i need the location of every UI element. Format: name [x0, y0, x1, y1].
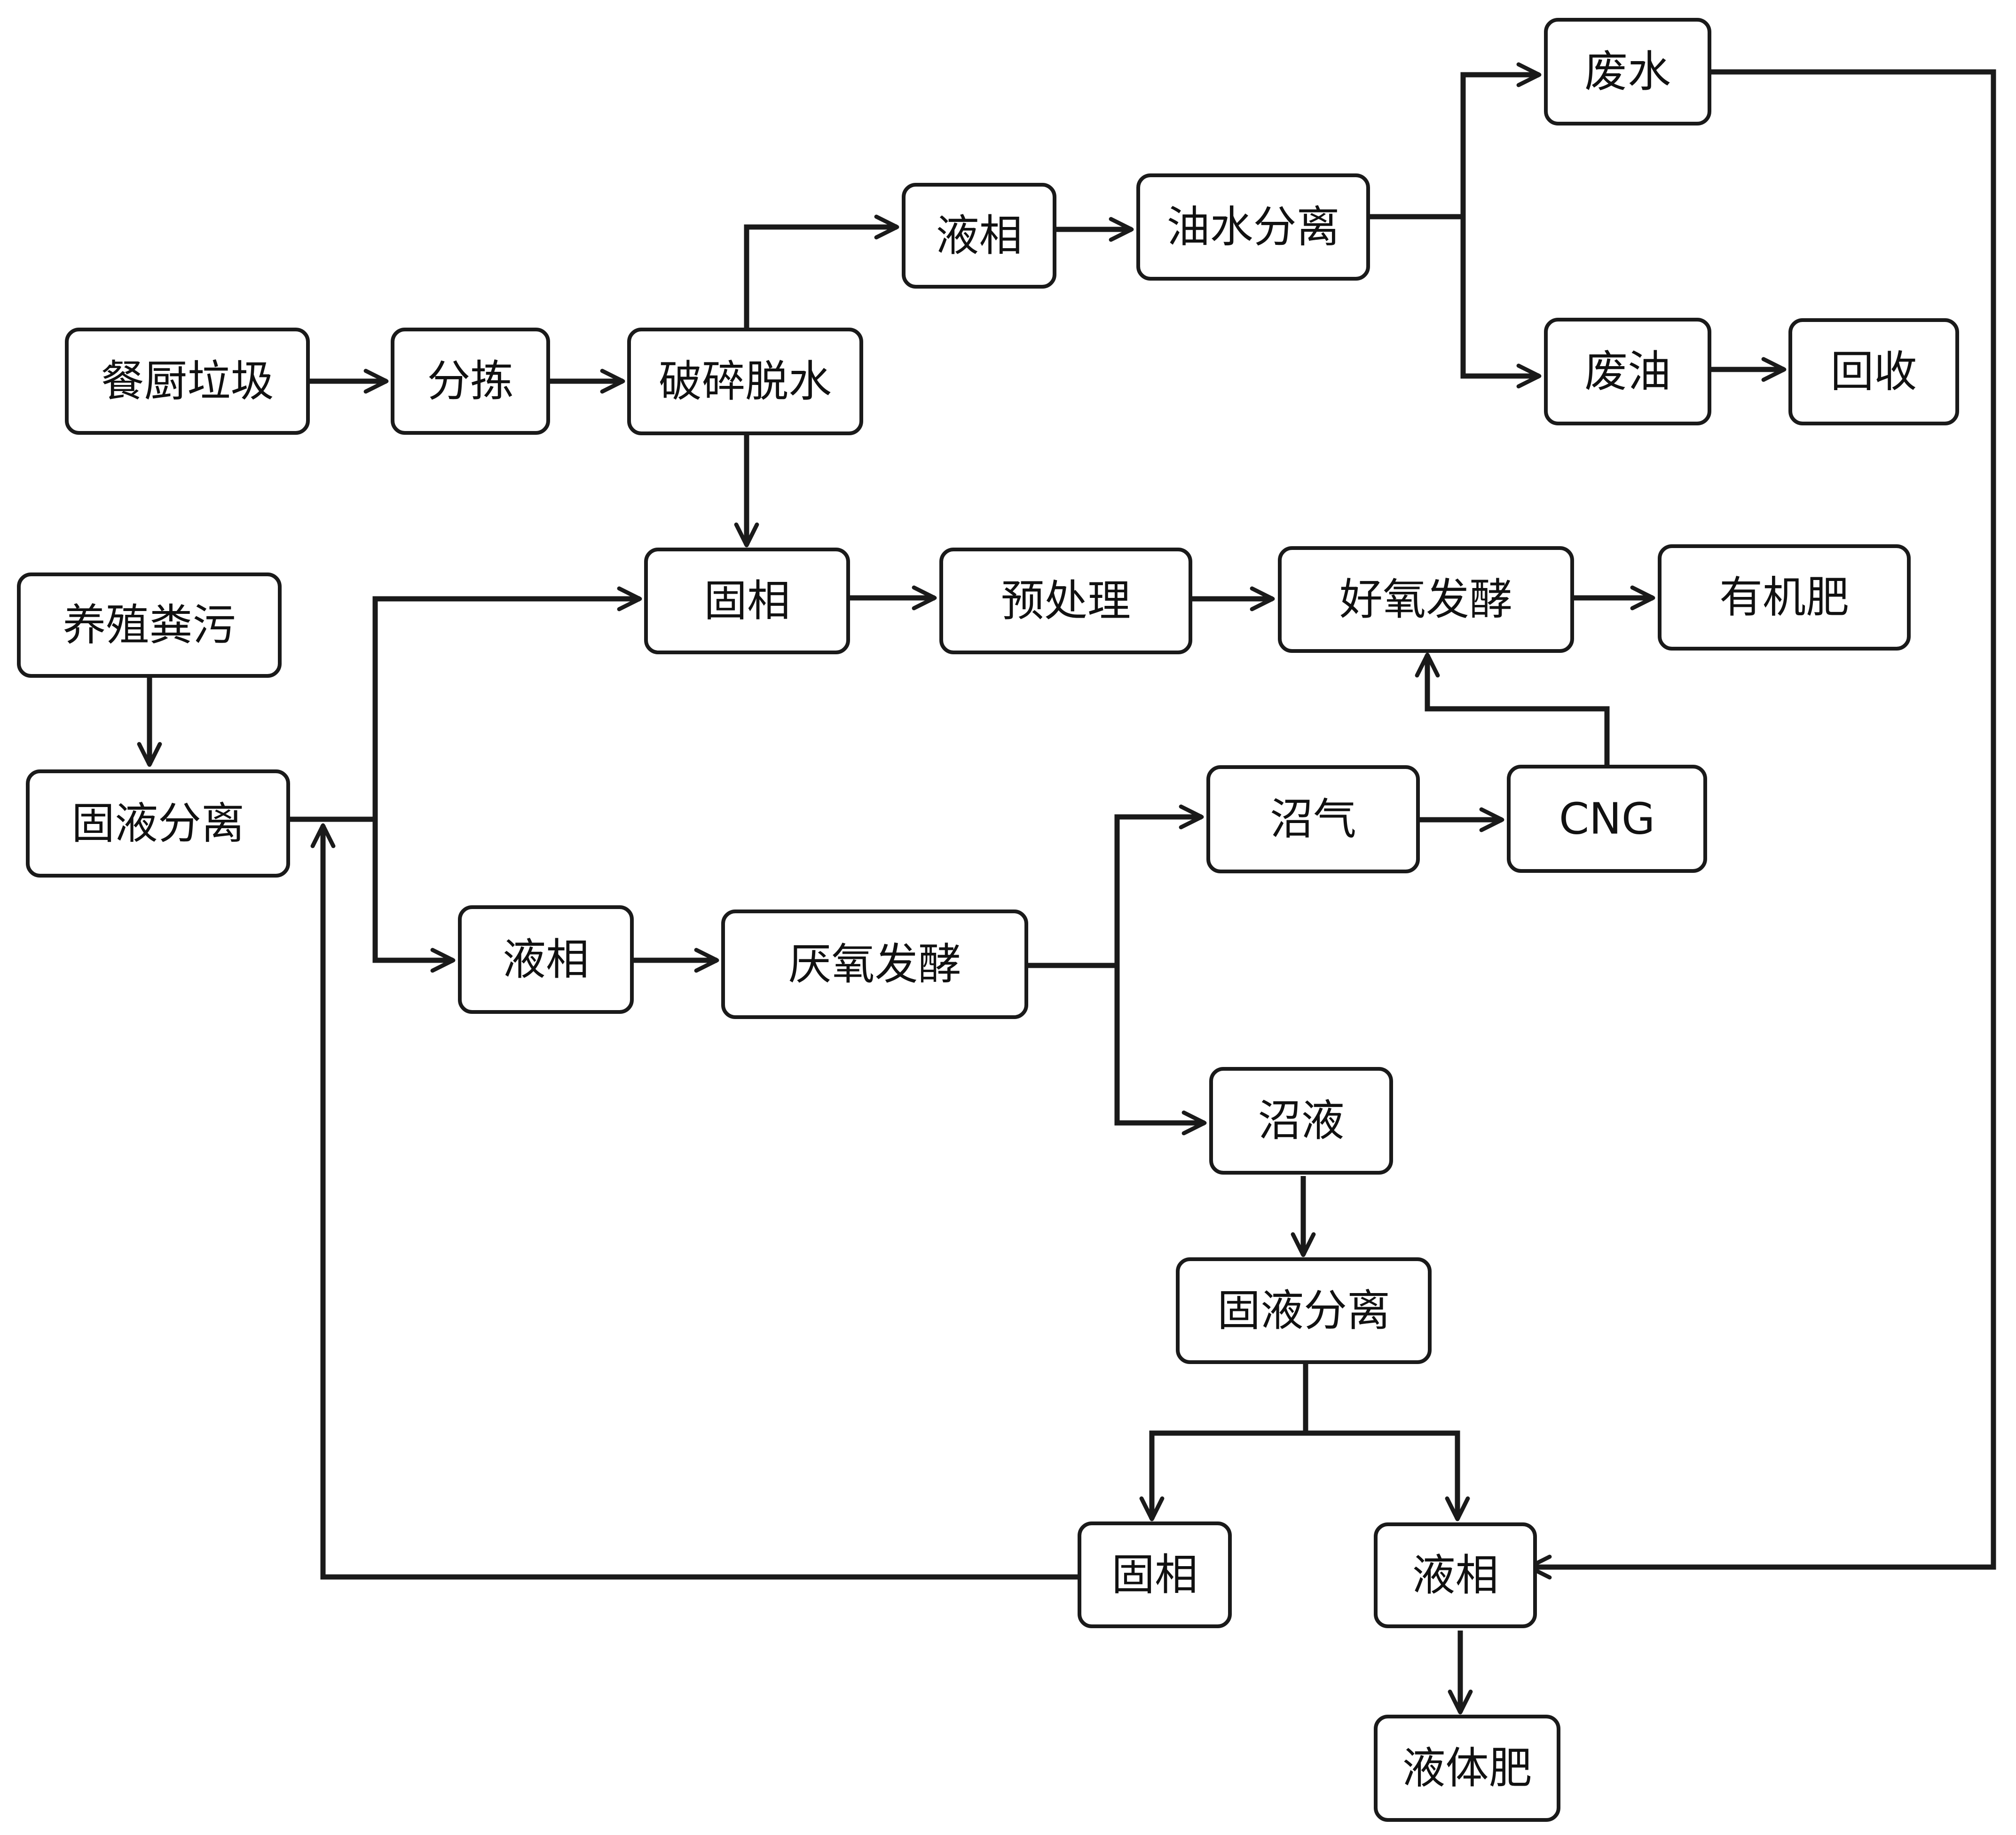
- node-label: 回收: [1830, 347, 1917, 397]
- node-organic-fertilizer: 有机肥: [1658, 544, 1911, 651]
- node-biogas: 沼气: [1206, 765, 1420, 873]
- edge-anaerobic-to-biogas: [1114, 804, 1204, 965]
- node-wastewater: 废水: [1544, 18, 1711, 125]
- node-label: 固液分离: [71, 799, 244, 849]
- node-label: 液相: [936, 211, 1022, 261]
- node-aerobic-fermentation: 好氧发酵: [1278, 546, 1574, 653]
- node-label: 破碎脱水: [659, 356, 832, 407]
- edge-sl-sep-bottom-to-solid-bottom: [1139, 1430, 1306, 1521]
- node-label: 餐厨垃圾: [101, 356, 274, 407]
- node-label: 固相: [1111, 1550, 1198, 1600]
- node-label: 分拣: [427, 356, 513, 407]
- edge-anaerobic-to-digestate: [1114, 965, 1207, 1136]
- node-waste-oil: 废油: [1544, 318, 1711, 425]
- node-label: 油水分离: [1166, 202, 1339, 252]
- node-label: 废油: [1584, 346, 1671, 397]
- edge-sl-sep-left-to-liquid-mid: [372, 819, 456, 973]
- nodes: 餐厨垃圾 分拣 破碎脱水 液相 油水分离 废水 废油 回收: [17, 18, 1959, 1822]
- node-anaerobic-fermentation: 厌氧发酵: [721, 910, 1028, 1019]
- node-oil-water-separation: 油水分离: [1136, 173, 1370, 281]
- edge-sl-sep-bottom-to-liquid-bottom: [1306, 1430, 1470, 1521]
- node-solid-liquid-separation-bottom: 固液分离: [1176, 1257, 1432, 1364]
- node-crush-dewater: 破碎脱水: [627, 328, 863, 435]
- node-label: 沼气: [1270, 794, 1356, 845]
- edge-sl-sep-left-to-solid-top: [372, 586, 642, 819]
- node-liquid-bottom: 液相: [1374, 1522, 1537, 1628]
- node-label: 废水: [1584, 47, 1671, 97]
- node-label: 液相: [1412, 1550, 1498, 1600]
- node-livestock-manure: 养殖粪污: [17, 572, 282, 678]
- node-digestate: 沼液: [1209, 1067, 1393, 1175]
- edge-cng-to-aerobic: [1415, 652, 1610, 767]
- node-label: 液相: [503, 934, 589, 985]
- node-liquid-mid: 液相: [458, 905, 634, 1014]
- node-label: 固液分离: [1217, 1286, 1390, 1336]
- node-label: CNG: [1559, 794, 1655, 844]
- node-sorting: 分拣: [391, 328, 550, 435]
- edge-crush-to-liquid-top: [744, 214, 899, 329]
- node-liquid-fertilizer: 液体肥: [1374, 1715, 1560, 1822]
- node-solid-top: 固相: [644, 548, 850, 654]
- node-solid-liquid-separation-left: 固液分离: [26, 769, 290, 878]
- node-solid-bottom: 固相: [1078, 1521, 1232, 1628]
- node-cng: CNG: [1507, 765, 1707, 873]
- node-pretreatment: 预处理: [939, 548, 1192, 654]
- node-kitchen-waste: 餐厨垃圾: [65, 328, 310, 435]
- edge-oil-water-to-wastewater: [1460, 62, 1542, 217]
- node-label: 厌氧发酵: [788, 939, 961, 989]
- connectors: [137, 62, 1996, 1715]
- node-label: 预处理: [1001, 576, 1131, 626]
- edge-oil-water-to-waste-oil: [1460, 217, 1542, 389]
- node-label: 液体肥: [1402, 1743, 1532, 1794]
- node-label: 有机肥: [1719, 572, 1849, 623]
- node-label: 好氧发酵: [1339, 574, 1512, 625]
- edge-solid-bottom-return: [310, 823, 1079, 1580]
- node-liquid-top: 液相: [902, 183, 1056, 289]
- node-label: 固相: [704, 576, 790, 626]
- edge-wastewater-to-liquid-bottom: [1527, 69, 1996, 1580]
- node-label: 养殖粪污: [63, 600, 236, 651]
- node-label: 沼液: [1258, 1096, 1344, 1146]
- node-recycle: 回收: [1788, 318, 1959, 425]
